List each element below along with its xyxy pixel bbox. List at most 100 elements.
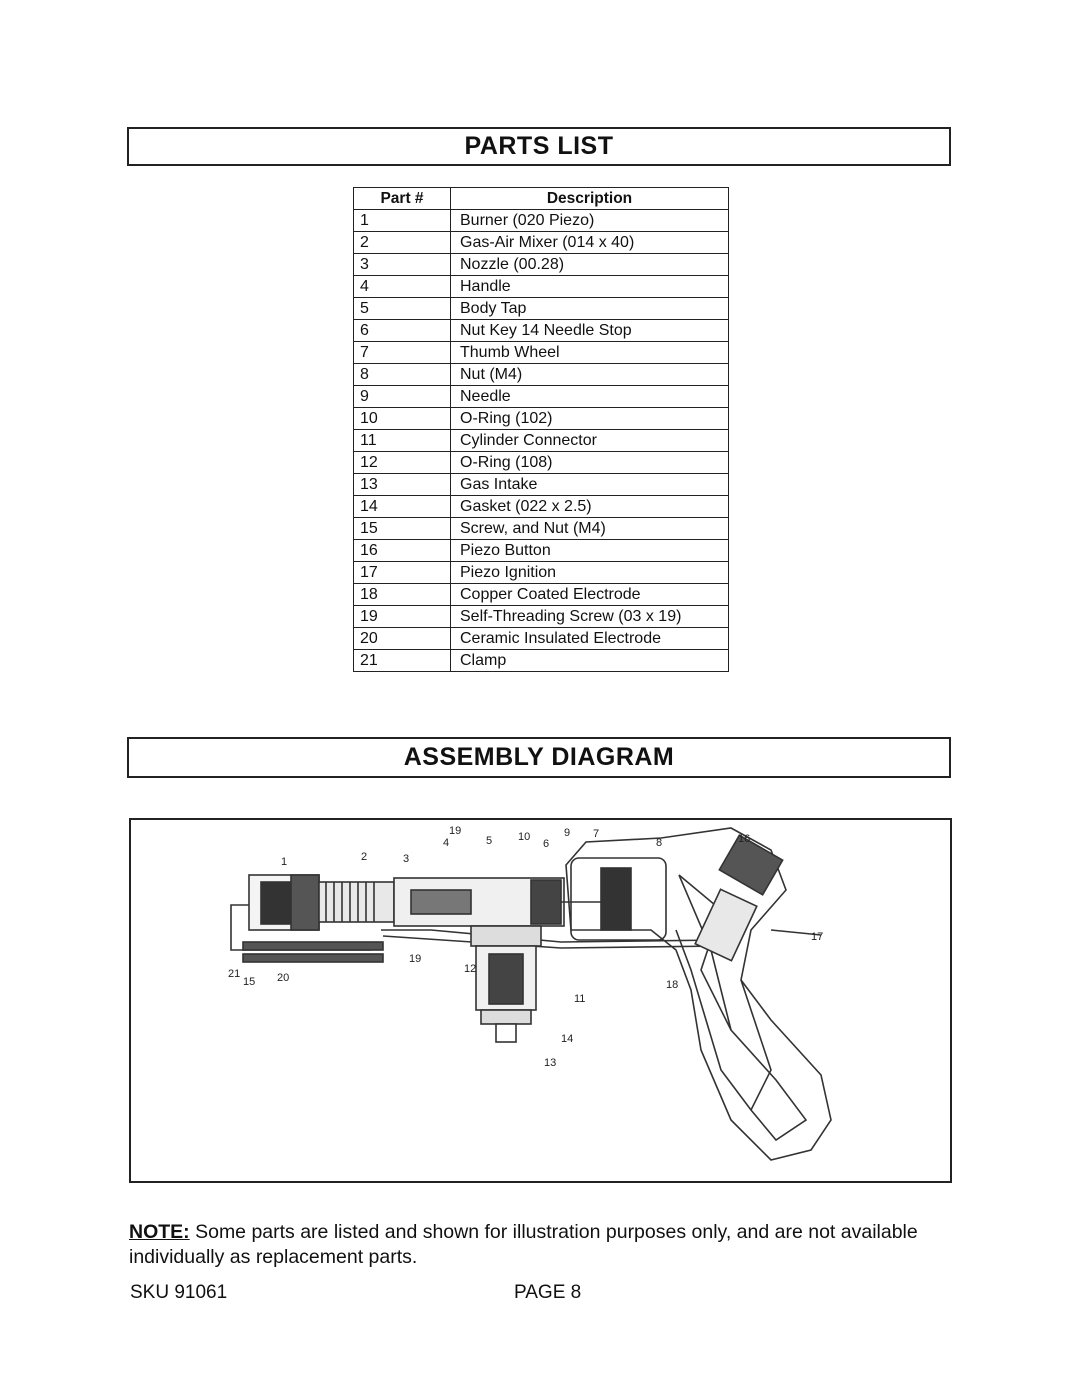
callout-label: 8: [656, 837, 662, 849]
note-label: NOTE:: [129, 1221, 190, 1243]
callout-label: 16: [738, 833, 750, 845]
assembly-diagram: 19 4 5 10 6 9 7 8 16 1 2 3 17 21 15 20 1…: [129, 818, 952, 1183]
part-description-cell: Gas-Air Mixer (014 x 40): [450, 231, 729, 254]
part-description-cell: Gas Intake: [450, 473, 729, 496]
part-number-cell: 5: [353, 297, 451, 320]
callout-label: 14: [561, 1033, 573, 1045]
footer-sku: SKU 91061: [130, 1282, 228, 1303]
part-description-cell: Piezo Button: [450, 539, 729, 562]
callout-label: 19: [449, 825, 461, 837]
part-description-cell: Copper Coated Electrode: [450, 583, 729, 606]
part-number-cell: 13: [353, 473, 451, 496]
callout-label: 21: [228, 968, 240, 980]
part-description-cell: Clamp: [450, 649, 729, 672]
callout-label: 17: [811, 931, 823, 943]
part-number-cell: 2: [353, 231, 451, 254]
part-number-cell: 17: [353, 561, 451, 584]
diagram-callouts: 19 4 5 10 6 9 7 8 16 1 2 3 17 21 15 20 1…: [228, 825, 823, 1069]
part-description-cell: Body Tap: [450, 297, 729, 320]
part-description-cell: Thumb Wheel: [450, 341, 729, 364]
part-number-cell: 7: [353, 341, 451, 364]
part-description-cell: Needle: [450, 385, 729, 408]
callout-label: 3: [403, 853, 409, 865]
assembly-diagram-title: ASSEMBLY DIAGRAM: [403, 743, 675, 771]
column-header-part-number: Part #: [353, 187, 451, 210]
part-description-cell: Self-Threading Screw (03 x 19): [450, 605, 729, 628]
callout-label: 1: [281, 856, 287, 868]
note-body: Some parts are listed and shown for illu…: [129, 1221, 918, 1268]
callout-label: 20: [277, 972, 289, 984]
table-header-row: Part # Description: [353, 187, 729, 210]
part-description-cell: Piezo Ignition: [450, 561, 729, 584]
callout-label: 19: [409, 953, 421, 965]
part-description-cell: Nozzle (00.28): [450, 253, 729, 276]
callout-label: 12: [464, 963, 476, 975]
part-description-cell: Nut (M4): [450, 363, 729, 386]
callout-label: 9: [564, 827, 570, 839]
part-number-cell: 11: [353, 429, 451, 452]
part-number-cell: 10: [353, 407, 451, 430]
parts-list-header: PARTS LIST: [127, 127, 951, 166]
part-number-cell: 8: [353, 363, 451, 386]
part-description-cell: Nut Key 14 Needle Stop: [450, 319, 729, 342]
callout-label: 6: [543, 838, 549, 850]
parts-list-title: PARTS LIST: [464, 132, 614, 160]
callout-label: 2: [361, 851, 367, 863]
callout-label: 15: [243, 976, 255, 988]
part-number-cell: 3: [353, 253, 451, 276]
part-description-cell: Cylinder Connector: [450, 429, 729, 452]
part-number-cell: 4: [353, 275, 451, 298]
part-number-cell: 15: [353, 517, 451, 540]
part-number-cell: 21: [353, 649, 451, 672]
callout-label: 5: [486, 835, 492, 847]
note-text: NOTE: Some parts are listed and shown fo…: [129, 1220, 959, 1270]
column-header-description: Description: [450, 187, 729, 210]
assembly-diagram-header: ASSEMBLY DIAGRAM: [127, 737, 951, 778]
part-description-cell: Ceramic Insulated Electrode: [450, 627, 729, 650]
part-number-cell: 19: [353, 605, 451, 628]
callout-label: 7: [593, 828, 599, 840]
part-description-cell: Handle: [450, 275, 729, 298]
part-number-cell: 18: [353, 583, 451, 606]
part-description-cell: O-Ring (108): [450, 451, 729, 474]
callout-label: 11: [574, 993, 585, 1005]
part-number-cell: 16: [353, 539, 451, 562]
callout-label: 13: [544, 1057, 556, 1069]
torch-exploded-drawing: 19 4 5 10 6 9 7 8 16 1 2 3 17 21 15 20 1…: [228, 825, 832, 1161]
part-number-cell: 9: [353, 385, 451, 408]
part-number-cell: 14: [353, 495, 451, 518]
part-number-cell: 20: [353, 627, 451, 650]
callout-label: 10: [518, 831, 530, 843]
part-description-cell: O-Ring (102): [450, 407, 729, 430]
part-description-cell: Gasket (022 x 2.5): [450, 495, 729, 518]
callout-label: 4: [443, 837, 449, 849]
part-description-cell: Burner (020 Piezo): [450, 209, 729, 232]
part-number-cell: 12: [353, 451, 451, 474]
footer-page-number: PAGE 8: [514, 1282, 582, 1303]
part-description-cell: Screw, and Nut (M4): [450, 517, 729, 540]
part-number-cell: 1: [353, 209, 451, 232]
part-number-cell: 6: [353, 319, 451, 342]
